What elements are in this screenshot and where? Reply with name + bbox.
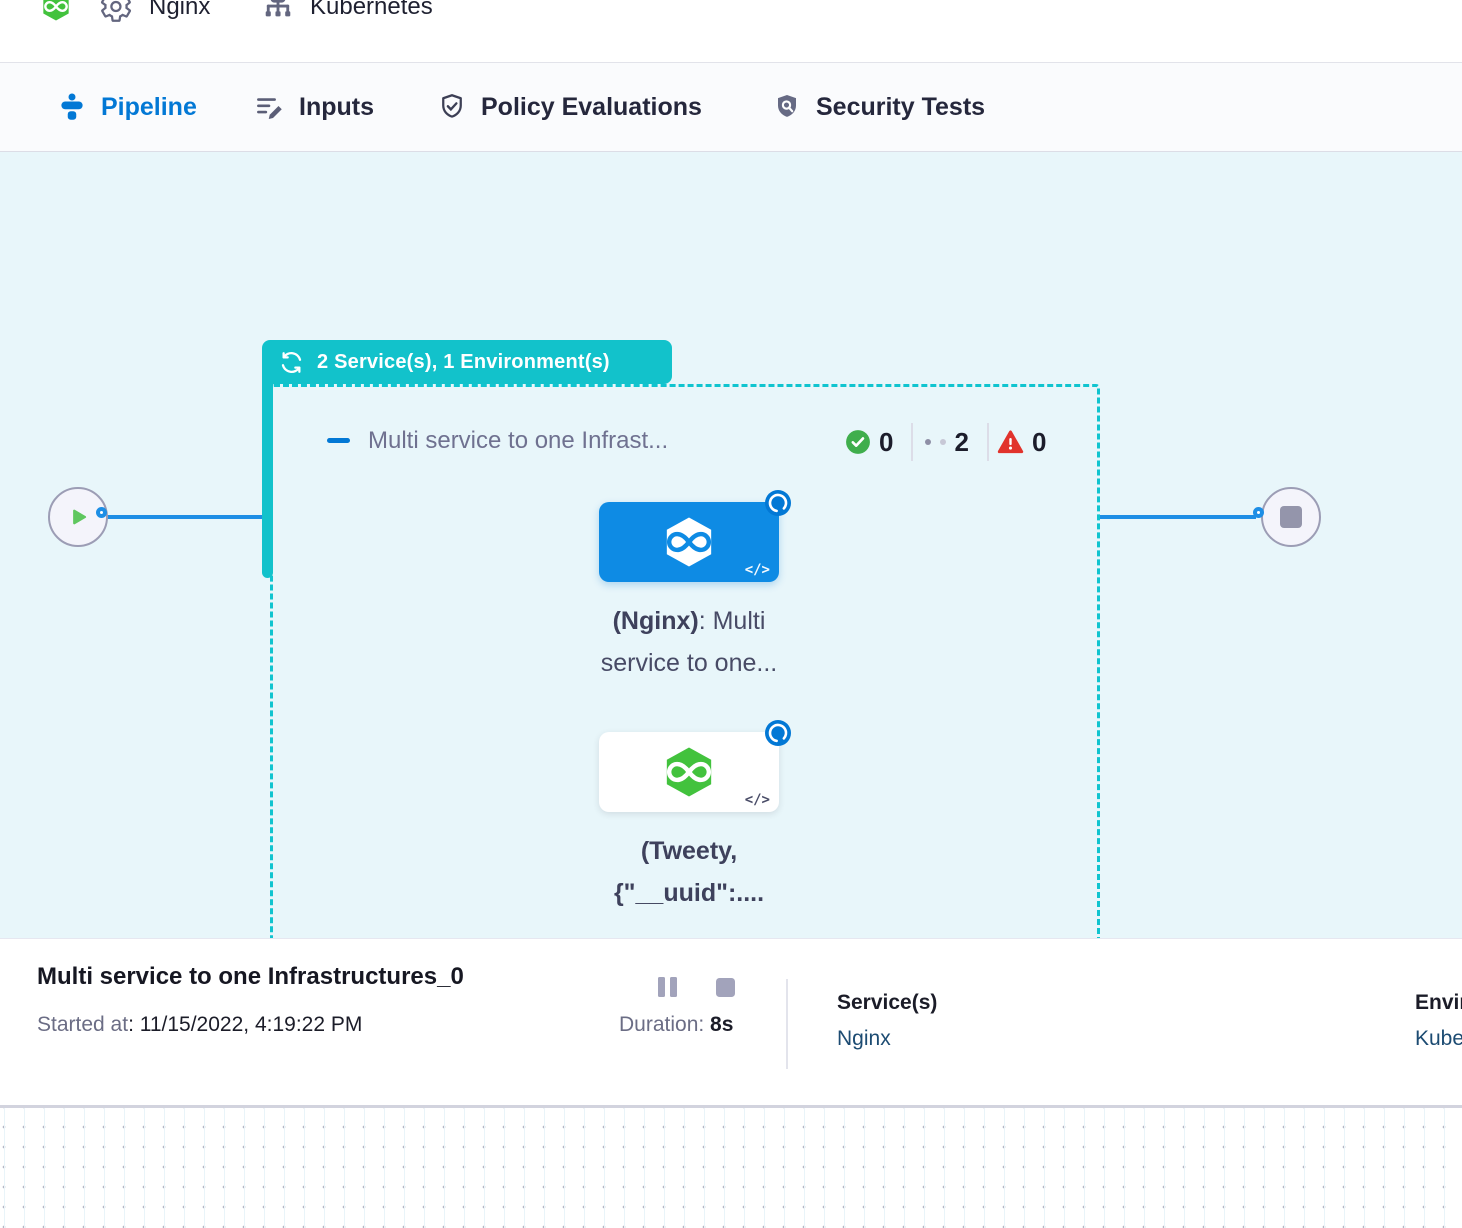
tab-security-tests-label: Security Tests	[816, 93, 985, 122]
environment-icon	[260, 0, 296, 25]
services-label: Service(s)	[837, 991, 937, 1015]
running-dots-icon	[925, 439, 946, 445]
started-at: Started at: 11/15/2022, 4:19:22 PM	[37, 1013, 362, 1037]
service-card-tweety-label: (Tweety, {"__uuid":....	[529, 830, 849, 914]
running-count: 2	[954, 427, 968, 458]
service-name: Nginx	[149, 0, 210, 21]
warning-triangle-icon	[997, 429, 1024, 455]
spinner-icon	[765, 490, 791, 516]
service-breadcrumb[interactable]: Nginx	[99, 0, 210, 25]
tab-pipeline[interactable]: Pipeline	[57, 63, 197, 151]
environment-link-kubernetes[interactable]: Kubernetes	[1415, 1027, 1462, 1051]
tab-policy-evaluations-label: Policy Evaluations	[481, 93, 702, 122]
policy-shield-icon	[437, 92, 467, 122]
breadcrumb-bar: Nginx Kubernetes	[0, 0, 1462, 63]
execution-summary-panel: Multi service to one Infrastructures_0 S…	[0, 938, 1462, 1105]
harness-logo-icon	[661, 514, 717, 570]
tab-inputs[interactable]: Inputs	[253, 63, 374, 151]
spinner-icon	[765, 720, 791, 746]
success-check-icon	[845, 429, 871, 455]
tab-security-tests[interactable]: Security Tests	[772, 63, 985, 151]
environments-label: Environment(s)	[1415, 991, 1462, 1015]
code-icon: </>	[745, 562, 770, 578]
status-divider	[911, 423, 913, 461]
duration-label: Duration:	[619, 1013, 710, 1036]
execution-title: Multi service to one Infrastructures_0	[37, 963, 464, 991]
stage-header[interactable]: Multi service to one Infrast... 0 2	[320, 420, 1060, 464]
started-at-label: Started at	[37, 1013, 128, 1036]
code-icon: </>	[745, 792, 770, 808]
stop-icon	[1280, 506, 1302, 528]
footer-divider	[786, 979, 788, 1069]
service-card-nginx-label: (Nginx): Multi service to one...	[529, 600, 849, 684]
pipeline-canvas: 2 Service(s), 1 Environment(s) Multi ser…	[0, 152, 1462, 938]
environment-breadcrumb[interactable]: Kubernetes	[260, 0, 433, 25]
stage-selection-bar	[262, 378, 273, 578]
duration: Duration: 8s	[619, 1013, 733, 1037]
status-divider	[987, 423, 989, 461]
loop-icon	[278, 349, 305, 376]
environment-name: Kubernetes	[310, 0, 433, 21]
collapse-minus-icon[interactable]	[327, 438, 350, 443]
start-connector-dot	[96, 507, 107, 518]
stage-badge-label: 2 Service(s), 1 Environment(s)	[317, 351, 610, 374]
success-count: 0	[879, 427, 893, 458]
flow-line-start	[100, 515, 264, 519]
tab-pipeline-label: Pipeline	[101, 93, 197, 122]
tab-inputs-label: Inputs	[299, 93, 374, 122]
gear-icon	[99, 0, 133, 25]
service-link-nginx[interactable]: Nginx	[837, 1027, 937, 1051]
pipeline-icon	[57, 92, 87, 122]
security-shield-icon	[772, 92, 802, 122]
service-card-nginx[interactable]: </>	[599, 502, 779, 582]
end-connector-dot	[1253, 507, 1264, 518]
abort-button[interactable]	[716, 978, 735, 997]
failed-count: 0	[1032, 427, 1046, 458]
flow-line-end	[1100, 515, 1256, 519]
play-icon	[65, 504, 91, 530]
tab-policy-evaluations[interactable]: Policy Evaluations	[437, 63, 702, 151]
pipeline-end-node	[1261, 487, 1321, 547]
duration-value: 8s	[710, 1013, 733, 1036]
stage-title: Multi service to one Infrast...	[368, 427, 668, 455]
inputs-icon	[253, 92, 285, 122]
stage-services-badge[interactable]: 2 Service(s), 1 Environment(s)	[262, 340, 672, 384]
log-canvas-dotgrid[interactable]	[0, 1105, 1462, 1228]
pause-button[interactable]	[658, 977, 677, 997]
execution-tabs: Pipeline Inputs Policy Evaluations	[0, 63, 1462, 152]
started-at-value: : 11/15/2022, 4:19:22 PM	[128, 1013, 362, 1036]
stage-status-counts: 0 2 0	[845, 420, 1056, 464]
service-card-tweety[interactable]: </>	[599, 732, 779, 812]
environments-column: Environment(s) Kubernetes	[1415, 991, 1462, 1051]
harness-service-icon	[40, 0, 72, 25]
services-column: Service(s) Nginx	[837, 991, 937, 1051]
harness-logo-icon	[661, 744, 717, 800]
